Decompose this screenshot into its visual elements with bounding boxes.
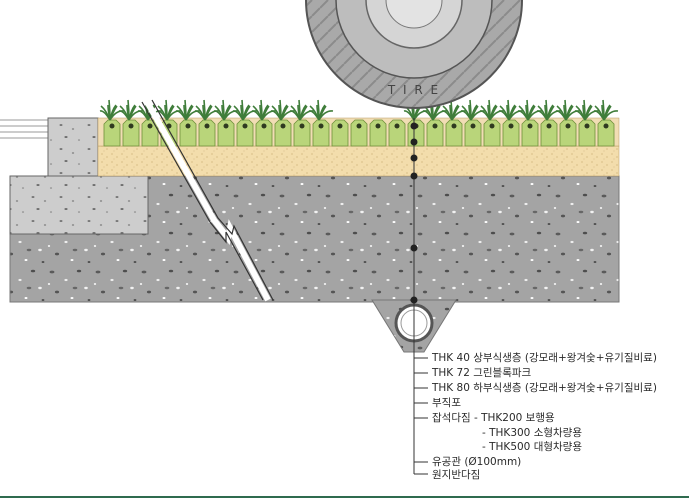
green-block-cell [293, 119, 311, 147]
grass-tuft [232, 99, 258, 121]
block-hole [527, 123, 533, 129]
green-block-cell [502, 119, 520, 147]
section-break-line [143, 98, 271, 302]
block-hole [109, 123, 115, 129]
grass-tuft [593, 99, 619, 121]
block-hole [147, 123, 153, 129]
label-subgrade: 원지반다짐 [432, 469, 481, 481]
green-block-cell [445, 119, 463, 147]
grass-plants [99, 99, 619, 121]
label-lower-growth: THK 80 하부식생층 (강모래+왕겨숯+유기질비료) [432, 382, 657, 394]
grass-tuft [213, 99, 239, 121]
green-block-cell [103, 119, 121, 147]
green-block-cell [217, 119, 235, 147]
green-block-cell [540, 119, 558, 147]
block-hole [356, 123, 362, 129]
green-block-cell [331, 119, 349, 147]
block-hole [565, 123, 571, 129]
curb-block-upper [47, 117, 99, 177]
curb-block-lower [9, 175, 149, 235]
block-hole [204, 123, 210, 129]
bottom-rule [0, 496, 689, 498]
grass-tuft [156, 99, 182, 121]
block-hole [223, 123, 229, 129]
green-block-cell [426, 119, 444, 147]
block-hole [375, 123, 381, 129]
block-hole [128, 123, 134, 129]
green-block-cells [103, 119, 615, 147]
grass-tuft [308, 99, 334, 121]
block-hole [603, 123, 609, 129]
green-block-cell [597, 119, 615, 147]
block-hole [432, 123, 438, 129]
grass-tuft [517, 99, 543, 121]
tire-icon: T I R E [305, 0, 523, 109]
block-hole [470, 123, 476, 129]
grass-tuft [441, 99, 467, 121]
green-block-cell [198, 119, 216, 147]
green-block-cell [179, 119, 197, 147]
grass-tuft [498, 99, 524, 121]
block-hole [489, 123, 495, 129]
block-hole [261, 123, 267, 129]
green-block-cell [255, 119, 273, 147]
block-hole [394, 123, 400, 129]
green-block-cell [483, 119, 501, 147]
block-hole [299, 123, 305, 129]
grass-tuft [99, 99, 125, 121]
label-nonwoven: 부직포 [432, 397, 461, 409]
green-block-cell [369, 119, 387, 147]
green-block-cell [350, 119, 368, 147]
tire-text: T I R E [387, 83, 440, 97]
green-block-cell [559, 119, 577, 147]
grass-tuft [270, 99, 296, 121]
grass-tuft [175, 99, 201, 121]
grass-tuft [118, 99, 144, 121]
grass-tuft [194, 99, 220, 121]
ground-hatch [0, 119, 48, 139]
block-hole [546, 123, 552, 129]
block-hole [318, 123, 324, 129]
label-gravel-small: - THK300 소형차량용 [482, 427, 582, 439]
grass-tuft [460, 99, 486, 121]
label-green-block: THK 72 그린블록파크 [432, 367, 532, 379]
leader-line [410, 118, 418, 474]
grass-tuft [479, 99, 505, 121]
block-hole [242, 123, 248, 129]
green-block-cell [122, 119, 140, 147]
label-gravel-walk: 잡석다짐 - THK200 보행용 [432, 412, 555, 424]
label-drain-pipe: 유공관 (Ø100mm) [432, 456, 522, 468]
block-hole [185, 123, 191, 129]
green-block-cell [312, 119, 330, 147]
green-block-cell [274, 119, 292, 147]
label-gravel-large: - THK500 대형차량용 [482, 441, 582, 453]
block-hole [337, 123, 343, 129]
green-block-cell [521, 119, 539, 147]
grass-tuft [536, 99, 562, 121]
grass-tuft [251, 99, 277, 121]
green-block-cell [388, 119, 406, 147]
block-hole [280, 123, 286, 129]
label-upper-growth: THK 40 상부식생층 (강모래+왕겨숯+유기질비료) [432, 352, 657, 364]
block-hole [508, 123, 514, 129]
grass-tuft [555, 99, 581, 121]
grass-tuft [574, 99, 600, 121]
block-hole [451, 123, 457, 129]
green-block-cell [578, 119, 596, 147]
block-hole [584, 123, 590, 129]
green-block-cell [464, 119, 482, 147]
grass-tuft [289, 99, 315, 121]
green-block-cell [236, 119, 254, 147]
